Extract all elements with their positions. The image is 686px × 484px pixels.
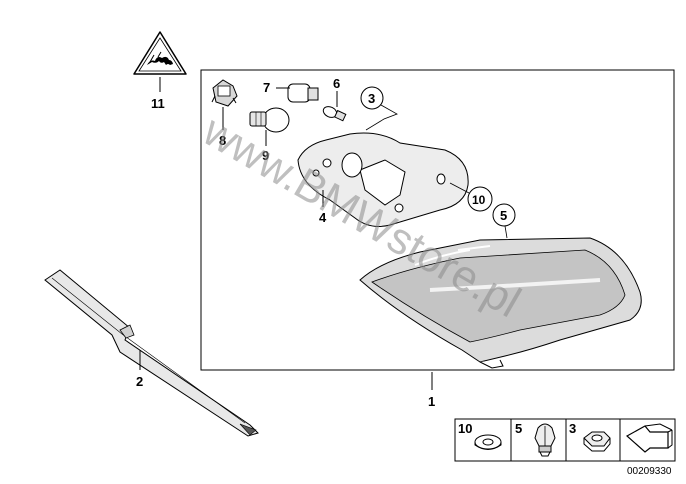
small-parts-legend: 10 5 3 xyxy=(454,418,676,462)
hex-nut-icon[interactable] xyxy=(583,431,611,452)
assembly-frame xyxy=(200,69,675,371)
callout-11: 11 xyxy=(151,96,165,111)
bulb-socket-icon[interactable] xyxy=(211,79,238,107)
catalog-number: 00209330 xyxy=(627,466,672,477)
callout-5: 5 xyxy=(500,208,507,223)
callout-3-circle xyxy=(360,86,384,110)
legend-label-3: 3 xyxy=(569,421,576,436)
wedge-bulb-icon[interactable] xyxy=(322,105,347,122)
bulb-icon[interactable] xyxy=(249,107,290,133)
callout-9: 9 xyxy=(262,148,269,163)
callout-10: 10 xyxy=(472,193,486,207)
callout-6: 6 xyxy=(333,76,340,91)
callout-5-circle xyxy=(492,203,516,227)
callout-4: 4 xyxy=(319,210,327,225)
gasket-plate[interactable] xyxy=(297,132,469,227)
callout-10-circle xyxy=(467,186,493,212)
expanding-clip-icon[interactable] xyxy=(534,423,556,457)
legend-label-10: 10 xyxy=(458,421,472,436)
washer-icon[interactable] xyxy=(474,434,502,450)
warning-triangle-icon[interactable] xyxy=(133,31,187,75)
tail-light[interactable] xyxy=(359,237,642,369)
callout-2: 2 xyxy=(136,374,143,389)
navigation-arrow-icon[interactable] xyxy=(625,423,673,453)
legend-label-5: 5 xyxy=(515,421,522,436)
callout-8: 8 xyxy=(219,133,226,148)
trim-strip[interactable] xyxy=(44,269,259,437)
callout-1: 1 xyxy=(428,394,435,409)
callout-7: 7 xyxy=(263,80,270,95)
small-bulb-icon[interactable] xyxy=(287,83,319,103)
callout-3: 3 xyxy=(368,91,375,106)
